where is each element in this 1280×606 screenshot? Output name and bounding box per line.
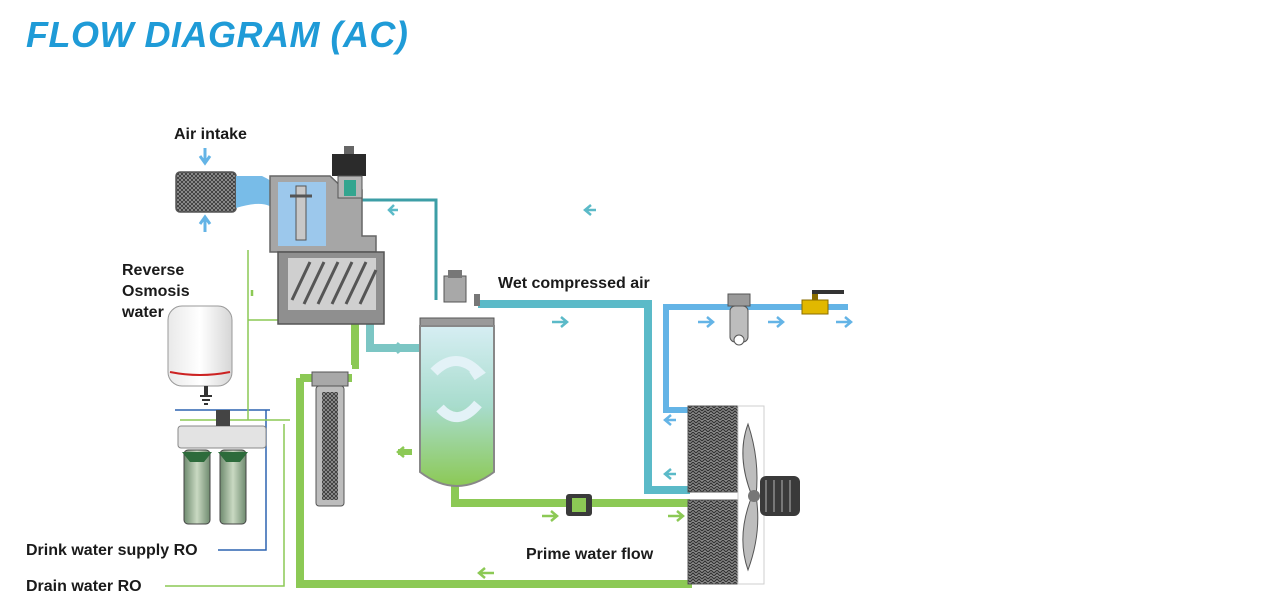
ball-valve-icon xyxy=(801,290,844,315)
label-ro-water-1: Reverse xyxy=(122,262,185,279)
strainer-icon xyxy=(566,494,592,516)
label-ro-water-2: Osmosis xyxy=(122,283,190,300)
ro-filter-unit-icon xyxy=(177,410,267,525)
wet-air-line xyxy=(478,300,690,494)
label-drink-water-supply: Drink water supply RO xyxy=(26,542,198,559)
screw-element-icon xyxy=(277,251,385,325)
label-drain-water: Drain water RO xyxy=(26,578,142,595)
label-prime-water-flow: Prime water flow xyxy=(526,546,654,563)
intake-arrow-icon xyxy=(198,148,212,232)
label-ro-water-3: water xyxy=(122,304,164,321)
solenoid-icon xyxy=(332,146,366,199)
air-filter-icon xyxy=(175,171,290,213)
page-title: FLOW DIAGRAM (AC) xyxy=(26,14,409,55)
prime-water-line xyxy=(451,486,690,507)
oil-to-separator-line xyxy=(366,322,420,352)
water-filter-icon xyxy=(311,371,349,507)
compressor-to-filter-line xyxy=(351,324,359,369)
ro-tank-icon xyxy=(167,305,233,405)
label-air-intake: Air intake xyxy=(174,126,247,143)
outlet-filter-icon xyxy=(727,293,751,346)
control-air-line xyxy=(362,198,438,300)
flow-arrows xyxy=(250,204,853,579)
separator-vessel-icon xyxy=(419,270,495,487)
dry-air-line xyxy=(663,304,848,413)
inlet-valve-icon xyxy=(269,175,377,253)
fan-icon xyxy=(742,422,760,572)
motor-icon xyxy=(760,476,800,516)
label-wet-compressed-air: Wet compressed air xyxy=(498,275,650,292)
